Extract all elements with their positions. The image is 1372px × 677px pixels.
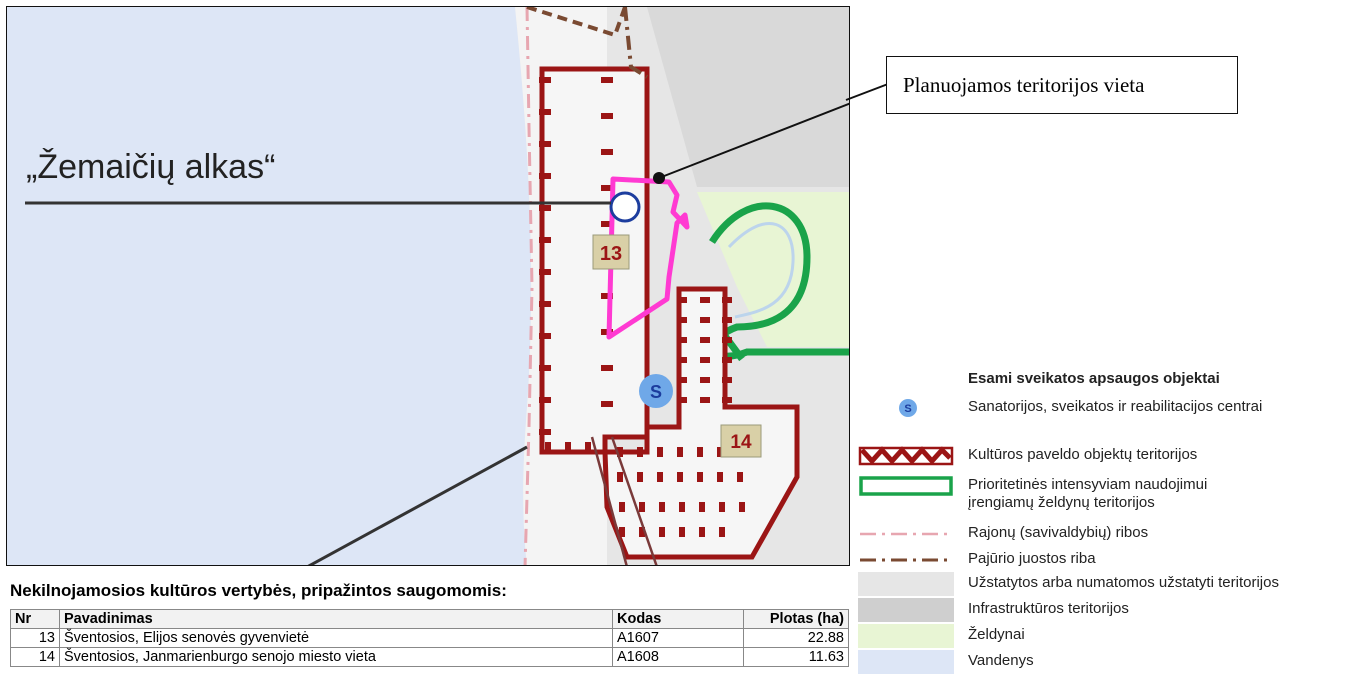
legend-item-sanatorium: S Sanatorijos, sveikatos ir reabilitacij… bbox=[858, 396, 1368, 420]
sanatorium-symbol: S bbox=[650, 382, 662, 402]
legend-label: Pajūrio juostos riba bbox=[968, 550, 1096, 567]
planned-territory-outline bbox=[606, 176, 690, 340]
coastal-belt-border bbox=[623, 7, 649, 79]
greenery-area bbox=[697, 192, 849, 347]
road bbox=[590, 436, 628, 565]
coastal-belt-border-2 bbox=[526, 7, 627, 38]
row-code: A1608 bbox=[612, 647, 744, 667]
gray-light-swatch-icon bbox=[858, 572, 954, 596]
row-nr: 14 bbox=[10, 647, 60, 667]
territory-13-number: 13 bbox=[600, 243, 622, 265]
water-area bbox=[7, 7, 532, 565]
planned-area-callout: Planuojamos teritorijos vieta bbox=[886, 56, 1238, 114]
legend-item-coastal: Pajūrio juostos riba bbox=[858, 548, 1368, 572]
sanatorium-icon: S bbox=[858, 396, 954, 420]
alkas-label: „Žemaičių alkas“ bbox=[26, 148, 276, 186]
gray-dark-swatch-icon bbox=[858, 598, 954, 622]
municipal-border bbox=[523, 7, 534, 565]
legend-item-built: Užstatytos arba numatomos užstatyti teri… bbox=[858, 572, 1368, 596]
header-name: Pavadinimas bbox=[59, 609, 613, 629]
heritage-teeth-14-vertical bbox=[677, 297, 732, 417]
callout-point bbox=[653, 172, 665, 184]
territory-14-box bbox=[720, 424, 762, 458]
row-area: 11.63 bbox=[743, 647, 849, 667]
pink-dashdot-icon bbox=[858, 522, 954, 546]
map[interactable]: 13 14 S bbox=[6, 6, 850, 566]
legend-item-water: Vandenys bbox=[858, 650, 1368, 674]
legend-heading: Esami sveikatos apsaugos objektai bbox=[968, 370, 1220, 387]
header-code: Kodas bbox=[612, 609, 744, 629]
alkas-marker bbox=[609, 191, 641, 223]
heritage-zigzag-icon bbox=[858, 444, 954, 468]
legend-item-municipal: Rajonų (savivaldybių) ribos bbox=[858, 522, 1368, 546]
table-row: 13 Šventosios, Elijos senovės gyvenvietė… bbox=[10, 628, 849, 648]
river-line bbox=[727, 221, 795, 319]
row-code: A1607 bbox=[612, 628, 744, 648]
legend-label: Rajonų (savivaldybių) ribos bbox=[968, 524, 1149, 541]
table-row: 14 Šventosios, Janmarienburgo senojo mie… bbox=[10, 647, 849, 667]
leader-line-lower bbox=[307, 445, 528, 565]
legend-label: Sanatorijos, sveikatos ir reabilitacijos… bbox=[968, 398, 1263, 415]
callout-leader bbox=[658, 102, 849, 179]
header-area: Plotas (ha) bbox=[743, 609, 849, 629]
svg-text:S: S bbox=[904, 403, 911, 415]
heritage-territory-14 bbox=[602, 286, 800, 560]
road-2 bbox=[610, 436, 658, 565]
blue-fill-swatch-icon bbox=[858, 650, 954, 674]
brown-dashdot-icon bbox=[858, 548, 954, 572]
legend-label: Infrastruktūros teritorijos bbox=[968, 600, 1129, 617]
legend-label: Vandenys bbox=[968, 652, 1034, 669]
territory-14-number: 14 bbox=[730, 432, 752, 453]
table-header-row: Nr Pavadinimas Kodas Plotas (ha) bbox=[10, 609, 849, 629]
green-fill-swatch-icon bbox=[858, 624, 954, 648]
legend-item-heritage: Kultūros paveldo objektų teritorijos bbox=[858, 444, 1368, 468]
infrastructure-area bbox=[647, 7, 849, 187]
row-nr: 13 bbox=[10, 628, 60, 648]
legend-item-infrastructure: Infrastruktūros teritorijos bbox=[858, 598, 1368, 622]
row-name: Šventosios, Elijos senovės gyvenvietė bbox=[59, 628, 613, 648]
legend-label: Želdynai bbox=[968, 626, 1025, 643]
map-canvas: 13 14 S bbox=[7, 7, 849, 565]
heritage-table: Nr Pavadinimas Kodas Plotas (ha) 13 Šven… bbox=[10, 609, 849, 667]
legend-item-greenery: Želdynai bbox=[858, 624, 1368, 648]
legend-label: Kultūros paveldo objektų teritorijos bbox=[968, 446, 1198, 463]
row-area: 22.88 bbox=[743, 628, 849, 648]
header-nr: Nr bbox=[10, 609, 60, 629]
sanatorium-marker bbox=[639, 374, 673, 408]
territory-13-box bbox=[592, 234, 630, 270]
legend-label: Užstatytos arba numatomos užstatyti teri… bbox=[968, 574, 1279, 591]
green-outline-icon bbox=[858, 474, 954, 498]
row-name: Šventosios, Janmarienburgo senojo miesto… bbox=[59, 647, 613, 667]
heritage-teeth-14 bbox=[617, 447, 752, 537]
table-title: Nekilnojamosios kultūros vertybės, pripa… bbox=[10, 581, 507, 600]
